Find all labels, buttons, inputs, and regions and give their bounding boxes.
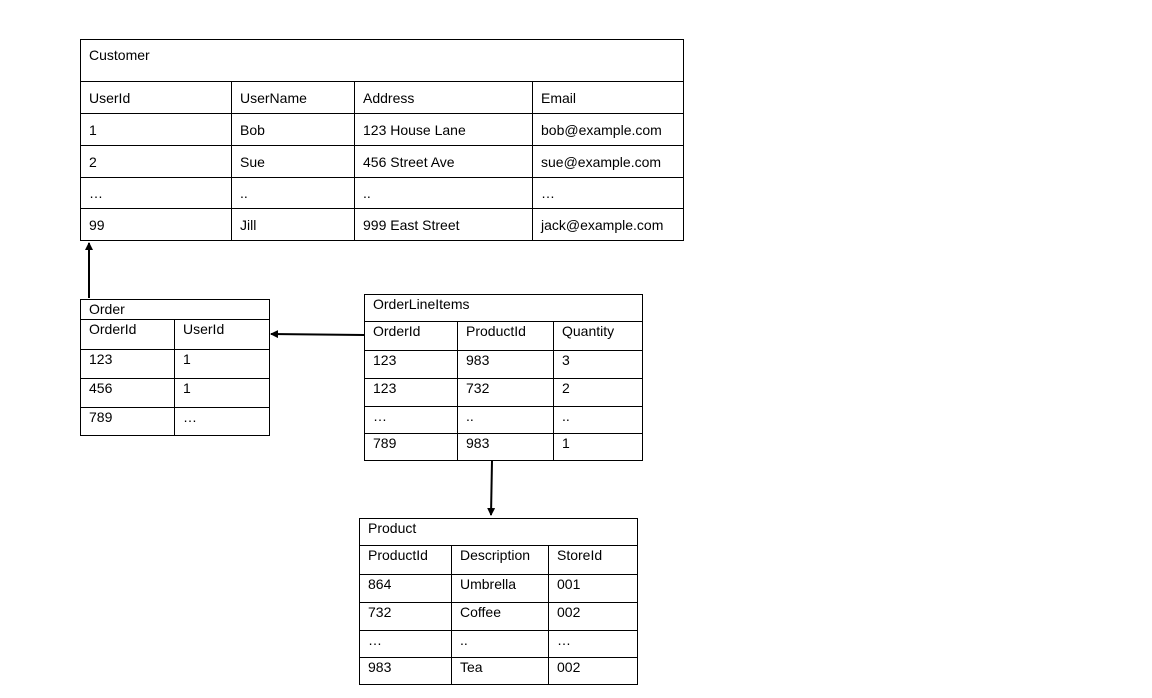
table-cell: 1: [80, 113, 232, 146]
table-row: 789 983 1: [364, 433, 644, 461]
table-cell: Tea: [451, 657, 549, 685]
table-row: 123 732 2: [364, 378, 644, 407]
table-cell: …: [359, 630, 452, 658]
table-cell: Coffee: [451, 602, 549, 631]
table-title: Order: [79, 299, 271, 320]
table-cell: 123: [80, 349, 175, 379]
table-cell: 864: [359, 574, 452, 603]
table-title-row: Product: [358, 518, 639, 546]
header-row: OrderId ProductId Quantity: [364, 321, 644, 351]
table-cell: Jill: [231, 208, 355, 241]
table-cell: 456 Street Ave: [354, 145, 533, 178]
column-header: OrderId: [364, 321, 458, 351]
table-cell: Bob: [231, 113, 355, 146]
table-cell: 001: [547, 574, 639, 603]
table-cell: 3: [552, 350, 644, 379]
table-cell: 983: [359, 657, 452, 685]
table-cell: 1: [173, 378, 271, 408]
table-cell: 123 House Lane: [354, 113, 533, 146]
table-row: 732 Coffee 002: [359, 602, 639, 631]
table-cell: 99: [80, 208, 232, 241]
table-cell: jack@example.com: [532, 208, 684, 241]
column-header: StoreId: [547, 545, 639, 575]
table-cell: ..: [552, 406, 644, 434]
table-cell: 1: [173, 349, 271, 379]
table-cell: 002: [547, 657, 639, 685]
product-table: Product ProductId Description StoreId 86…: [358, 518, 639, 685]
table-row: 2 Sue 456 Street Ave sue@example.com: [80, 145, 684, 178]
table-row: 789 …: [80, 407, 271, 436]
column-header: Address: [354, 81, 533, 114]
table-row: 123 1: [80, 349, 271, 379]
table-row: 1 Bob 123 House Lane bob@example.com: [80, 113, 684, 146]
column-header: Description: [451, 545, 549, 575]
column-header: UserId: [173, 319, 271, 350]
table-cell: 732: [457, 378, 554, 407]
arrow-orderlineitems-to-order: [270, 330, 365, 339]
table-cell: 789: [364, 433, 458, 461]
customer-table: Customer UserId UserName Address Email 1…: [80, 39, 684, 241]
table-cell: …: [173, 407, 271, 436]
order-line-items-table: OrderLineItems OrderId ProductId Quantit…: [363, 294, 644, 461]
table-cell: 123: [364, 378, 458, 407]
table-cell: 123: [364, 350, 458, 379]
column-header: UserName: [231, 81, 355, 114]
table-cell: 002: [547, 602, 639, 631]
table-row: 99 Jill 999 East Street jack@example.com: [80, 208, 684, 241]
table-cell: ..: [457, 406, 554, 434]
table-row: … .. …: [359, 630, 639, 658]
table-cell: Sue: [231, 145, 355, 178]
table-cell: bob@example.com: [532, 113, 684, 146]
table-cell: 456: [80, 378, 175, 408]
table-title: Product: [358, 518, 639, 546]
table-cell: …: [532, 177, 684, 209]
table-row: … .. .. …: [80, 177, 684, 209]
column-header: Email: [532, 81, 684, 114]
table-cell: Umbrella: [451, 574, 549, 603]
table-title-row: Customer: [80, 39, 684, 82]
table-row: … .. ..: [364, 406, 644, 434]
table-cell: 983: [457, 350, 554, 379]
table-cell: 2: [552, 378, 644, 407]
column-header: UserId: [80, 81, 232, 114]
table-title-row: Order: [79, 299, 271, 320]
table-cell: …: [364, 406, 458, 434]
column-header: OrderId: [80, 319, 175, 350]
column-header: ProductId: [457, 321, 554, 351]
header-row: ProductId Description StoreId: [359, 545, 639, 575]
table-cell: ..: [451, 630, 549, 658]
arrow-orderlineitems-to-product: [487, 460, 496, 516]
table-cell: 1: [552, 433, 644, 461]
header-row: OrderId UserId: [80, 319, 271, 350]
table-cell: 789: [80, 407, 175, 436]
order-table: Order OrderId UserId 123 1 456 1 789 …: [79, 299, 271, 436]
table-cell: …: [547, 630, 639, 658]
table-cell: 983: [457, 433, 554, 461]
table-row: 983 Tea 002: [359, 657, 639, 685]
table-row: 123 983 3: [364, 350, 644, 379]
header-row: UserId UserName Address Email: [80, 81, 684, 114]
table-title: Customer: [80, 39, 684, 82]
table-cell: ..: [354, 177, 533, 209]
table-title: OrderLineItems: [363, 294, 644, 322]
table-row: 864 Umbrella 001: [359, 574, 639, 603]
table-cell: 732: [359, 602, 452, 631]
column-header: Quantity: [552, 321, 644, 351]
table-row: 456 1: [80, 378, 271, 408]
table-title-row: OrderLineItems: [363, 294, 644, 322]
column-header: ProductId: [359, 545, 452, 575]
table-cell: sue@example.com: [532, 145, 684, 178]
table-cell: 999 East Street: [354, 208, 533, 241]
table-cell: 2: [80, 145, 232, 178]
table-cell: …: [80, 177, 232, 209]
table-cell: ..: [231, 177, 355, 209]
